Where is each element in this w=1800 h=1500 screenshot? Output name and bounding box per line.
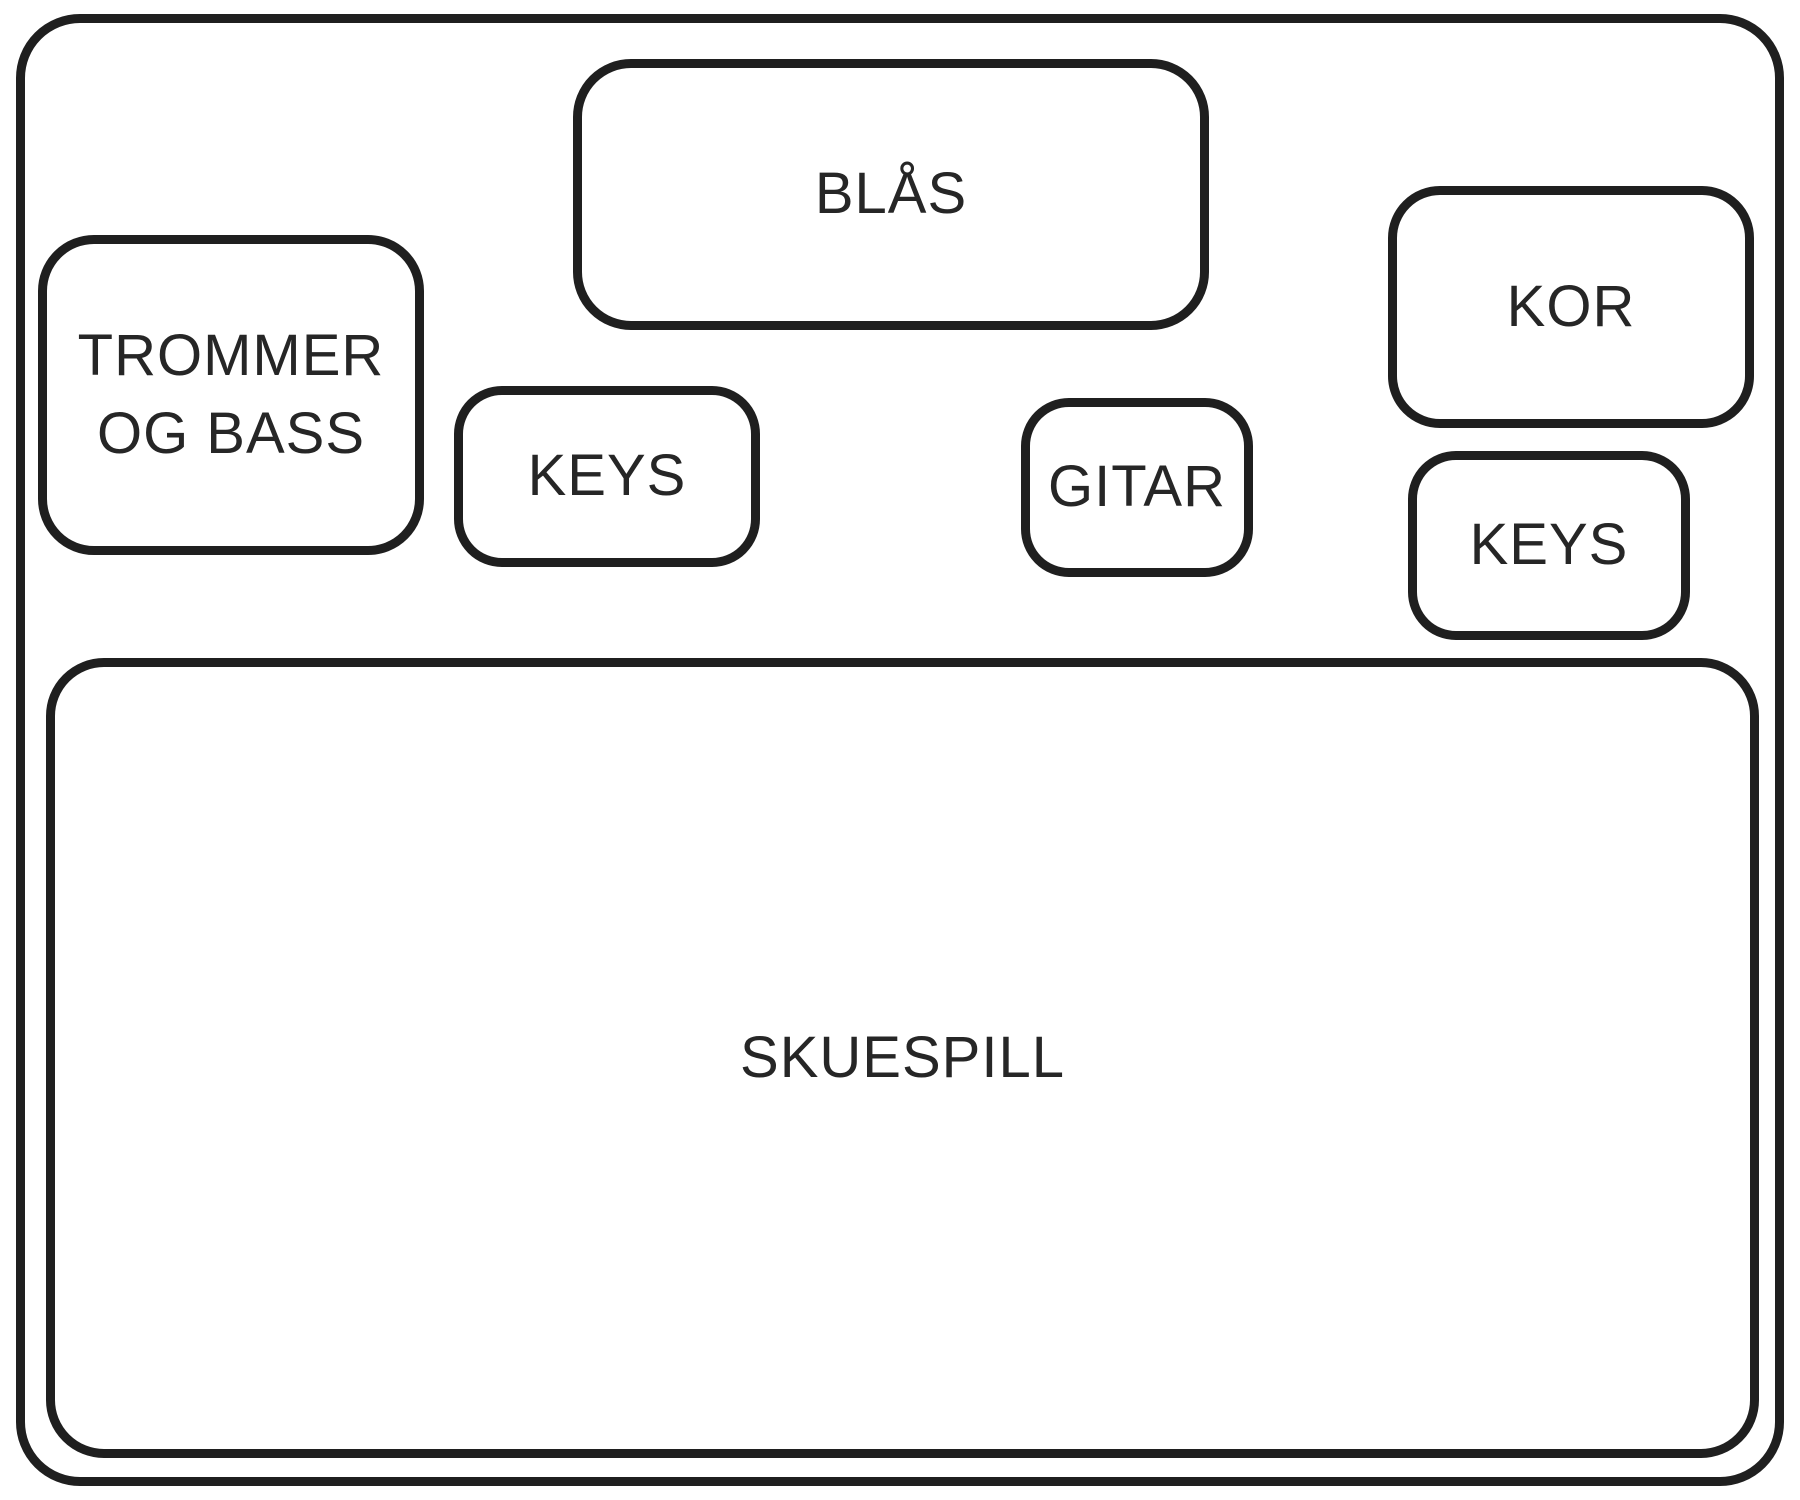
box-keys-right: KEYS: [1408, 451, 1690, 640]
box-keys-right-label: KEYS: [1469, 512, 1629, 578]
box-gitar-label: GITAR: [1048, 454, 1226, 520]
box-blas-label: BLÅS: [814, 161, 968, 227]
box-kor: KOR: [1388, 186, 1754, 428]
box-trommer-og-bass: TROMMER OG BASS: [38, 235, 424, 555]
stage-area-skuespill: SKUESPILL: [46, 658, 1759, 1458]
box-trommer-og-bass-label: TROMMER OG BASS: [77, 322, 385, 466]
box-keys-left: KEYS: [454, 386, 760, 567]
box-gitar: GITAR: [1021, 398, 1253, 577]
box-blas: BLÅS: [573, 59, 1209, 330]
stage-area-skuespill-label: SKUESPILL: [740, 1024, 1065, 1090]
box-keys-left-label: KEYS: [527, 443, 687, 509]
box-kor-label: KOR: [1506, 273, 1636, 339]
